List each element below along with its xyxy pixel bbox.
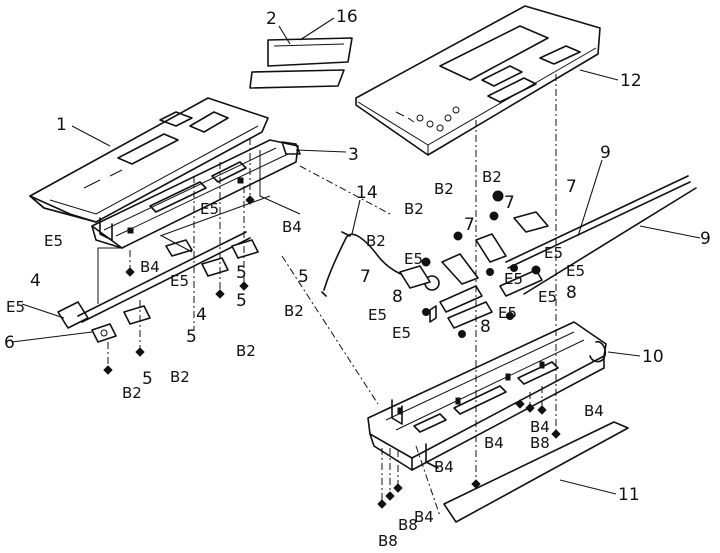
label-8a: 8 [392, 287, 403, 307]
part-1-front-cover [29, 97, 269, 223]
label-5e: 5 [236, 263, 247, 283]
part-5-bracket-c [201, 257, 229, 277]
label-3: 3 [348, 145, 359, 165]
part-8-brackets [422, 190, 543, 338]
part-9-rods [505, 175, 697, 295]
label-8c: 8 [480, 317, 491, 337]
part-5-bracket-d [231, 239, 259, 259]
label-b4-4: B4 [584, 402, 604, 420]
label-b4-2: B4 [140, 258, 160, 276]
label-b4-5: B4 [434, 458, 454, 476]
label-b2-4: B2 [366, 232, 386, 250]
label-11: 11 [618, 485, 640, 505]
part-11-bottom-strip [443, 421, 629, 523]
label-12: 12 [620, 71, 642, 91]
part-5-bracket-a [91, 323, 117, 343]
label-e5-4: E5 [170, 272, 189, 290]
part-5-bracket-e [165, 239, 193, 257]
label-b8-2: B8 [398, 516, 418, 534]
label-10: 10 [642, 347, 664, 367]
label-b2-5: B2 [284, 302, 304, 320]
label-b8-1: B8 [530, 434, 550, 452]
label-e5-11: E5 [392, 324, 411, 342]
part-16-strip [267, 37, 353, 67]
label-16: 16 [336, 7, 358, 27]
label-e5-6: E5 [566, 262, 585, 280]
label-9b: 9 [700, 229, 711, 249]
part-2-strip [249, 69, 345, 89]
label-b2-2: B2 [434, 180, 454, 198]
label-6: 6 [4, 333, 15, 353]
label-e5-3: E5 [6, 298, 25, 316]
label-e5-9: E5 [498, 304, 517, 322]
label-1: 1 [56, 115, 67, 135]
label-e5-12: E5 [404, 250, 423, 268]
label-e5-2: E5 [44, 232, 63, 250]
label-b2-3: B2 [404, 200, 424, 218]
label-b4-6: B4 [414, 508, 434, 526]
label-5c: 5 [186, 327, 197, 347]
part-labels: 2 16 1 3 12 9 9 10 11 14 6 4 4 5 5 5 5 5… [4, 7, 711, 550]
label-b2-1: B2 [482, 168, 502, 186]
part-7-clips [399, 211, 549, 289]
label-e5-8: E5 [538, 288, 557, 306]
leader-lines [11, 17, 701, 495]
label-b2-6: B2 [236, 342, 256, 360]
part-5-bracket-b [123, 305, 151, 325]
label-b2-7: B2 [170, 368, 190, 386]
label-14: 14 [356, 183, 378, 203]
label-8b: 8 [566, 283, 577, 303]
label-7b: 7 [504, 193, 515, 213]
part-12-top-cover [355, 5, 601, 156]
label-7a: 7 [566, 177, 577, 197]
label-e5-10: E5 [368, 306, 387, 324]
label-5a: 5 [298, 267, 309, 287]
label-5b: 5 [236, 291, 247, 311]
label-b8-3: B8 [378, 532, 398, 550]
part-14-cable [321, 231, 440, 297]
label-5d: 5 [142, 369, 153, 389]
label-9a: 9 [600, 143, 611, 163]
label-b4-3: B4 [484, 434, 504, 452]
label-b2-8: B2 [122, 384, 142, 402]
label-e5-7: E5 [504, 270, 523, 288]
label-4a: 4 [30, 271, 41, 291]
part-4-left-rod [57, 231, 251, 329]
label-7d: 7 [360, 267, 371, 287]
label-b4-7: B4 [530, 418, 550, 436]
label-e5-5: E5 [544, 244, 563, 262]
part-10-base-chassis [367, 321, 607, 471]
part-3-control-bracket [91, 139, 301, 249]
label-e5-1: E5 [200, 200, 219, 218]
label-b4-1: B4 [282, 218, 302, 236]
left-screws [103, 195, 255, 375]
label-4b: 4 [196, 305, 207, 325]
label-7c: 7 [464, 215, 475, 235]
label-2: 2 [266, 9, 277, 29]
bottom-screws [377, 386, 561, 509]
